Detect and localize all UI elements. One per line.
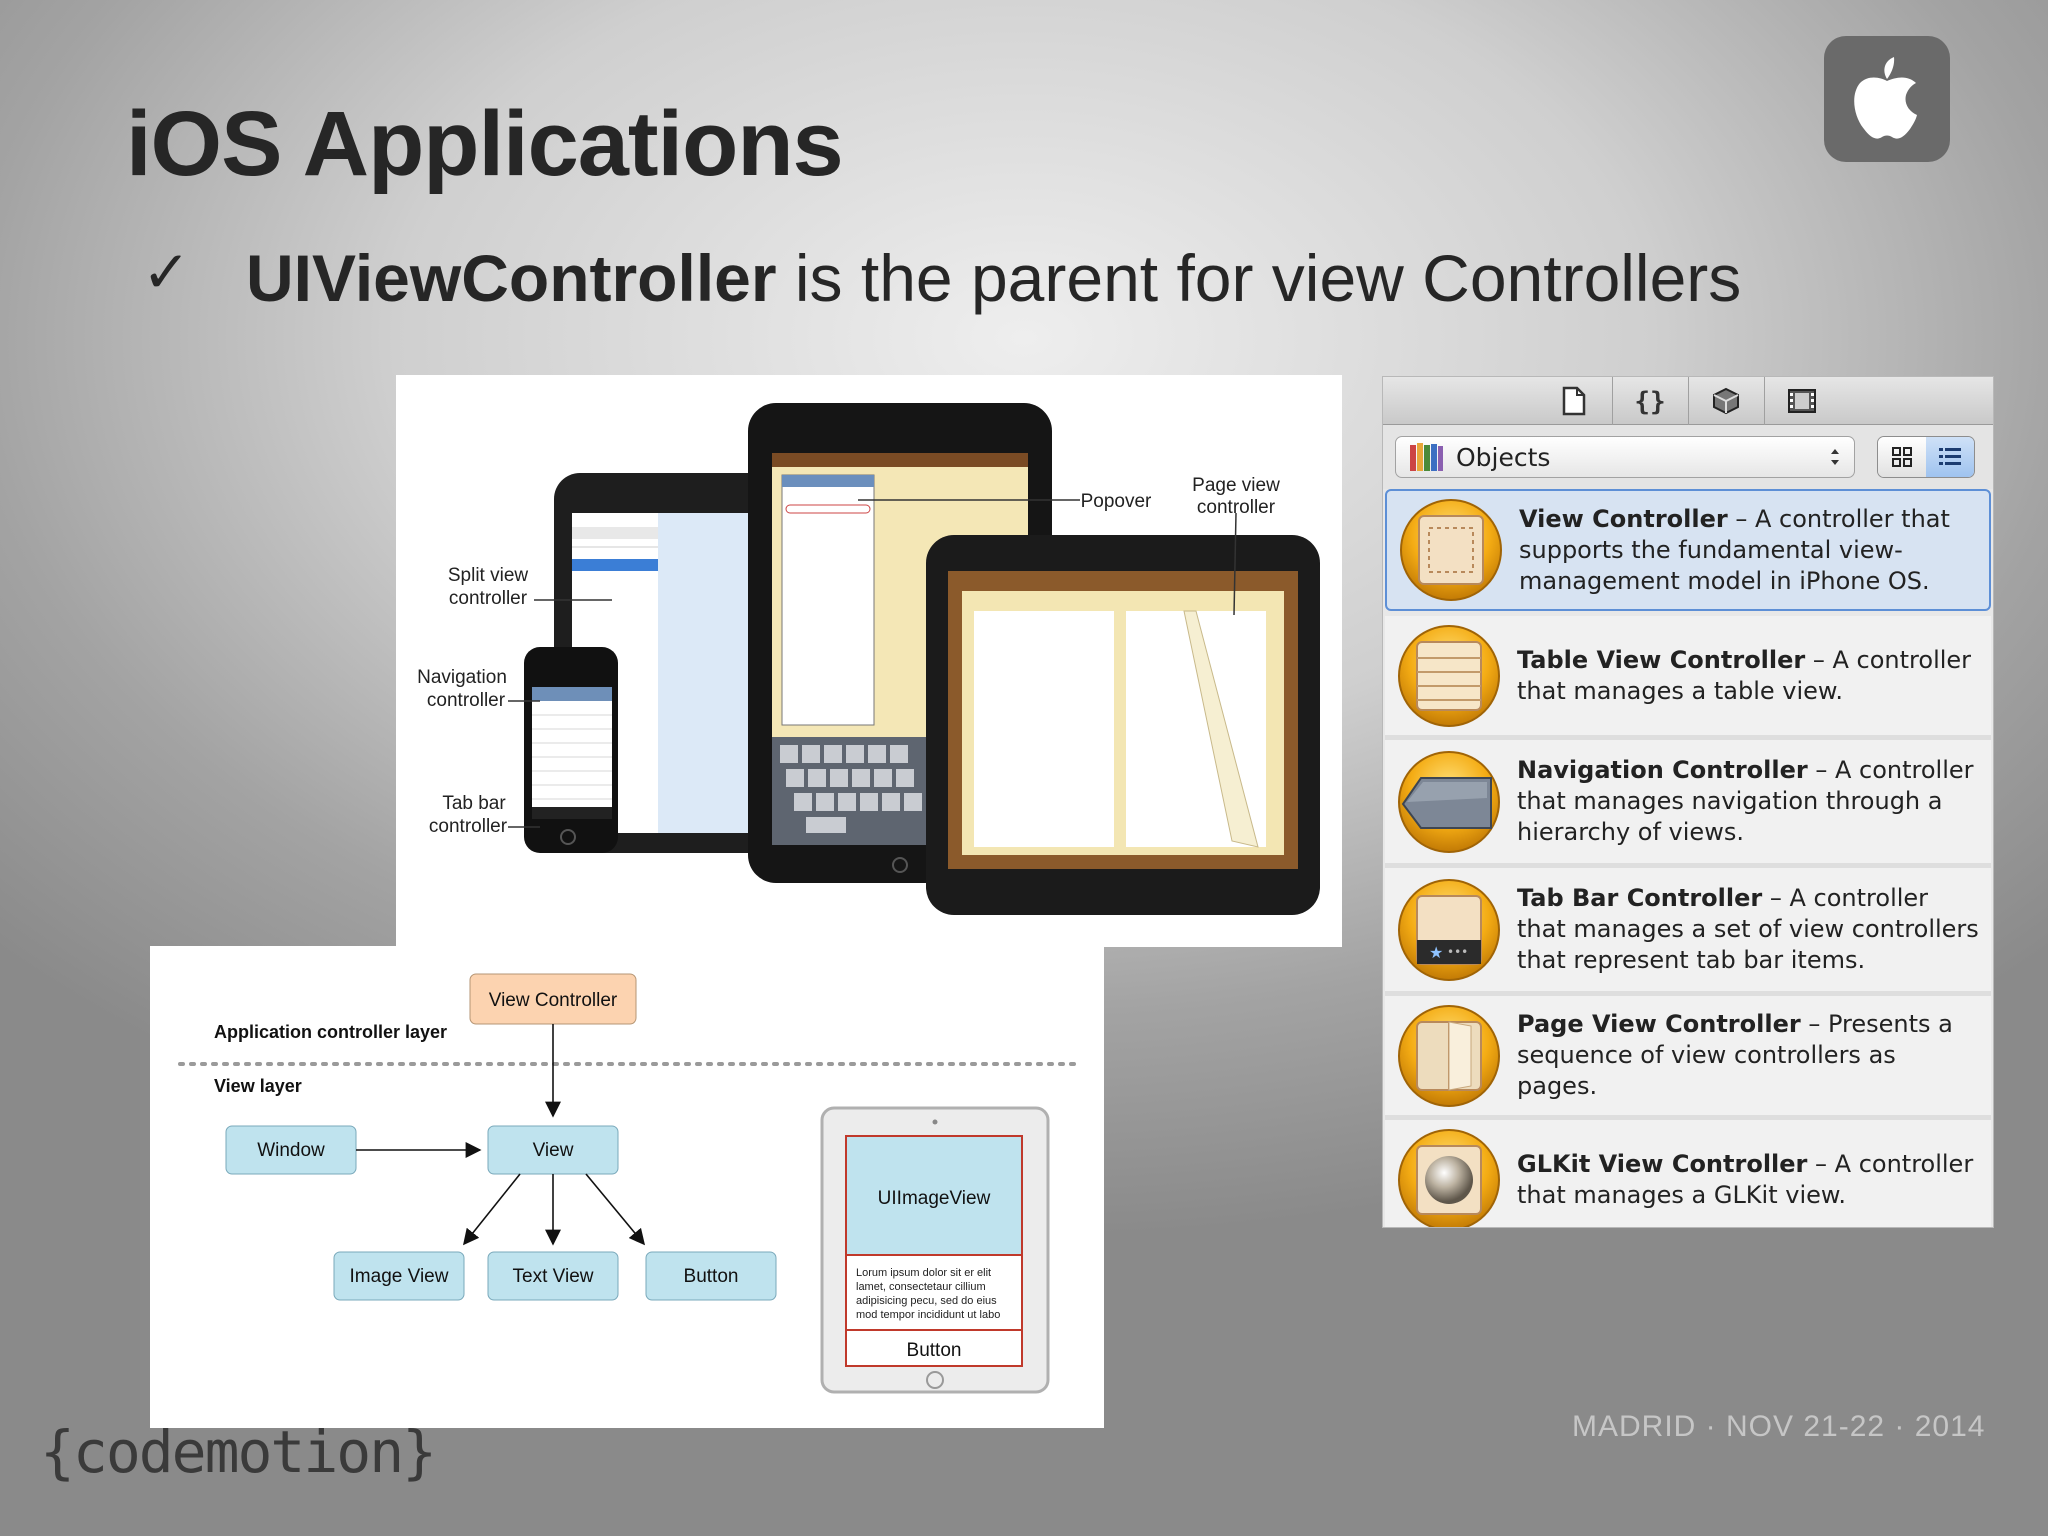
item-name: GLKit View Controller [1517,1149,1808,1178]
view-controller-label: View Controller [489,990,618,1011]
uiimageview-label: UIImageView [878,1188,991,1209]
braces-icon[interactable]: {} [1613,377,1688,425]
list-item-page-view-controller[interactable]: Page View Controller – Presents a sequen… [1385,996,1991,1120]
codemotion-logo-text: {codemotion} [40,1420,435,1486]
button-box [645,1251,777,1301]
label-tabbar-2: controller [429,816,508,837]
svg-text:★: ★ [1429,943,1443,962]
item-desc: – A controller that manages a GLKit view… [1517,1149,1974,1209]
item-desc: – A controller that manages navigation t… [1517,756,1974,846]
list-item-table-view-controller[interactable]: Table View Controller – A controller tha… [1385,616,1991,740]
library-toolbar: {} [1383,377,1993,425]
slide-title: iOS Applications [126,93,844,195]
view-layer-label: View layer [214,1076,302,1096]
text-view-box [487,1251,619,1301]
label-pageview-2: controller [1197,497,1276,518]
window-label: Window [257,1140,325,1161]
view-label: View [533,1140,574,1161]
lorem-line-1: Lorum ipsum dolor sit er elit [856,1267,991,1279]
item-name: Navigation Controller [1517,756,1808,784]
item-desc: – Presents a sequence of view controller… [1517,1010,1953,1100]
label-pageview: Page view [1192,475,1280,496]
view-hierarchy-diagram: View Controller Application controller l… [150,946,1104,1428]
table-view-controller-icon [1398,624,1500,727]
item-desc: – A controller that manages a set of vie… [1517,884,1979,974]
view-controller-icon [1400,499,1502,601]
lorem-line-2: lamet, consectetaur cillium [856,1281,986,1293]
select-value: Objects [1456,442,1551,472]
tab-bar-controller-icon: ★ ••• [1398,878,1500,981]
books-icon [1410,443,1443,471]
svg-text:{}: {} [1635,387,1665,416]
image-view-label: Image View [350,1266,449,1287]
list-item-glkit-view-controller[interactable]: GLKit View Controller – A controller tha… [1385,1120,1991,1227]
iphone-navigation [524,647,618,853]
film-icon[interactable] [1765,377,1840,425]
item-name: Table View Controller [1517,645,1806,674]
device-mockup [820,1106,1050,1394]
select-arrows-icon [1831,449,1839,465]
cube-icon[interactable] [1689,377,1764,425]
label-split-view: Split view [448,565,529,586]
text-view-label: Text View [513,1266,594,1287]
footer-date: MADRID · NOV 21-22 · 2014 [1572,1410,1986,1443]
label-tabbar: Tab bar [442,793,506,814]
checkmark-icon: ✓ [142,240,191,305]
item-desc: – A controller that manages a table view… [1517,645,1972,705]
bullet-text: UIViewController is the parent for view … [246,240,1741,316]
ipad-page-view [926,535,1320,915]
label-popover: Popover [1081,491,1152,512]
device-button-label: Button [907,1340,962,1361]
codemotion-logo: {codemotion} [40,1418,460,1495]
library-filter-select[interactable]: Objects [1395,436,1855,478]
button-label: Button [684,1266,739,1287]
library-object-list: View Controller – A controller that supp… [1383,489,1993,1227]
library-controls: Objects [1383,425,1993,489]
item-name: Tab Bar Controller [1517,884,1763,912]
label-split-view-2: controller [449,588,528,609]
item-name: View Controller [1519,504,1728,533]
lorem-line-3: adipisicing pecu, sed do eius [856,1295,997,1307]
label-navigation: Navigation [417,667,507,688]
svg-text:•••: ••• [1447,945,1468,959]
device-figure: Split view controller Navigation control… [396,375,1342,947]
list-view-icon[interactable] [1926,437,1974,477]
bullet-bold-term: UIViewController [246,241,777,315]
item-desc: – A controller that supports the fundame… [1519,504,1950,595]
app-layer-label: Application controller layer [214,1022,447,1042]
item-name: Page View Controller [1517,1010,1801,1038]
glkit-view-controller-icon [1398,1128,1500,1227]
view-mode-toggle [1877,436,1975,478]
list-item-tab-bar-controller[interactable]: ★ ••• Tab Bar Controller – A controller … [1385,868,1991,996]
file-icon[interactable] [1537,377,1612,425]
apple-logo-icon [1824,36,1950,162]
list-item-navigation-controller[interactable]: Navigation Controller – A controller tha… [1385,740,1991,868]
navigation-controller-icon [1398,750,1500,853]
lorem-line-4: mod tempor incididunt ut labo [856,1309,1000,1321]
label-navigation-2: controller [427,690,506,711]
grid-view-icon[interactable] [1878,437,1926,477]
object-library-panel: {} Objects [1382,376,1994,1228]
list-item-view-controller[interactable]: View Controller – A controller that supp… [1385,489,1991,611]
image-view-box [333,1251,465,1301]
page-view-controller-icon [1398,1004,1500,1107]
bullet-rest: is the parent for view Controllers [776,241,1742,315]
